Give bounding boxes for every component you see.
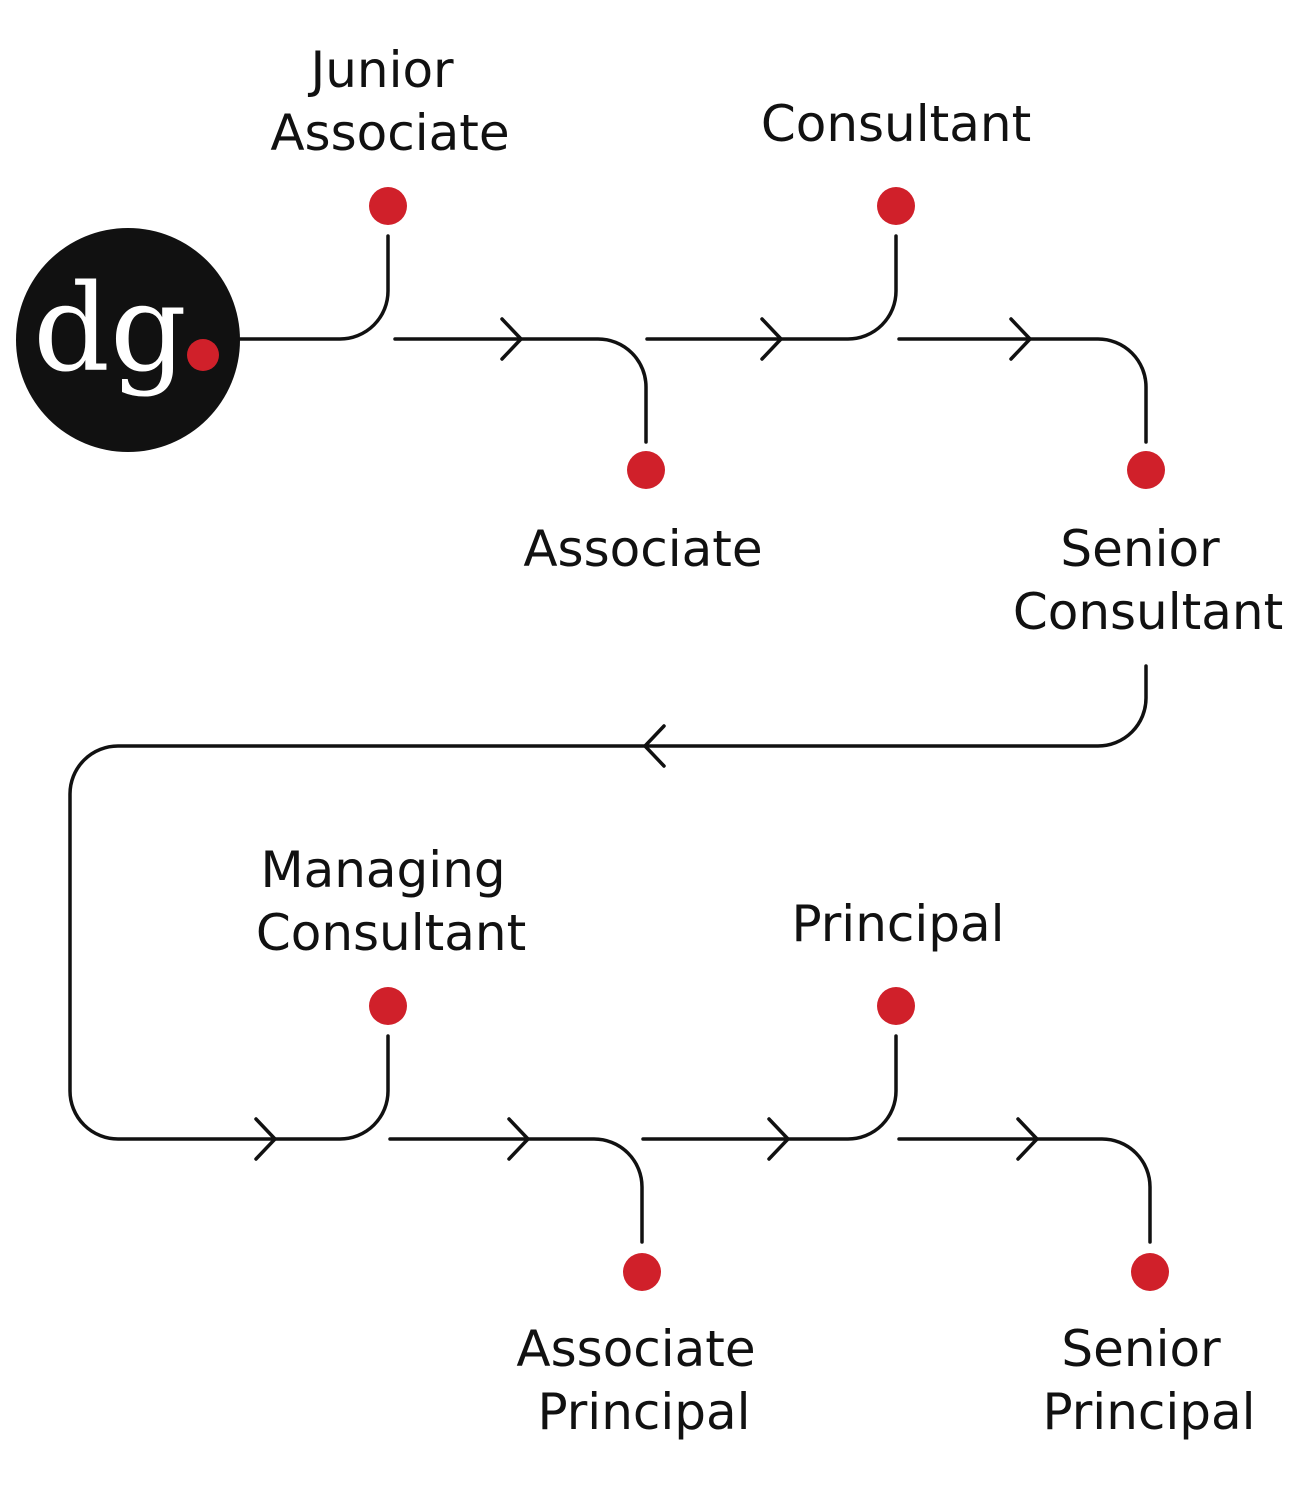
connector-paths <box>68 234 1152 1244</box>
stage-label-managing-consultant: Managing Consultant <box>256 841 526 962</box>
arrow-left-icon <box>643 724 666 768</box>
stage-dots <box>369 187 1169 1291</box>
stage-label-senior-consultant: Senior Consultant <box>1013 520 1283 641</box>
stage-dot-principal <box>877 987 915 1025</box>
stage-label-line: Principal <box>1042 1383 1255 1441</box>
connector-to-consultant <box>645 234 898 341</box>
arrow-right-icon <box>1009 317 1032 361</box>
stage-dot-junior-associate <box>369 187 407 225</box>
stage-label-line: Consultant <box>1013 583 1283 641</box>
connector-to-associate-principal <box>388 1137 644 1244</box>
dg-logo: dg <box>16 228 240 452</box>
stage-label-line: Principal <box>791 895 1004 953</box>
connector-logo-junior <box>238 234 390 341</box>
stage-label-line: Associate <box>516 1320 755 1378</box>
connector-to-senior-consultant <box>897 337 1148 444</box>
stage-dot-consultant <box>877 187 915 225</box>
logo-circle <box>16 228 240 452</box>
stage-label-principal: Principal <box>791 895 1004 953</box>
logo-text: dg <box>33 260 187 399</box>
stage-label-line: Junior <box>307 41 454 99</box>
stage-label-line: Principal <box>537 1383 750 1441</box>
arrowheads <box>254 317 1039 1161</box>
stage-label-line: Senior <box>1060 520 1220 578</box>
stage-dot-associate-principal <box>623 1253 661 1291</box>
stage-label-line: Associate <box>270 104 509 162</box>
arrow-right-icon <box>254 1117 277 1161</box>
arrow-right-icon <box>767 1117 790 1161</box>
stage-label-line: Managing <box>260 841 505 899</box>
arrow-right-icon <box>500 317 523 361</box>
stage-label-line: Associate <box>523 520 762 578</box>
stage-label-junior-associate: Junior Associate <box>270 41 509 162</box>
connector-to-principal <box>641 1034 898 1141</box>
stage-dot-associate <box>627 451 665 489</box>
stage-label-line: Consultant <box>256 904 526 962</box>
stage-dot-senior-consultant <box>1127 451 1165 489</box>
arrow-right-icon <box>760 317 783 361</box>
stage-label-line: Consultant <box>761 95 1031 153</box>
arrow-right-icon <box>507 1117 530 1161</box>
connector-return-loop <box>68 664 1148 1141</box>
stage-label-associate-principal: Associate Principal <box>516 1320 771 1441</box>
stage-labels: Junior Associate Associate Consultant Se… <box>256 41 1283 1441</box>
stage-dot-senior-principal <box>1131 1253 1169 1291</box>
connector-to-senior-principal <box>897 1137 1152 1244</box>
logo-dot <box>187 339 219 371</box>
stage-label-senior-principal: Senior Principal <box>1042 1320 1255 1441</box>
arrow-right-icon <box>1016 1117 1039 1161</box>
connector-to-associate <box>393 337 648 444</box>
stage-label-consultant: Consultant <box>761 95 1031 153</box>
stage-dot-managing-consultant <box>369 987 407 1025</box>
stage-label-associate: Associate <box>523 520 762 578</box>
stage-label-line: Senior <box>1061 1320 1221 1378</box>
